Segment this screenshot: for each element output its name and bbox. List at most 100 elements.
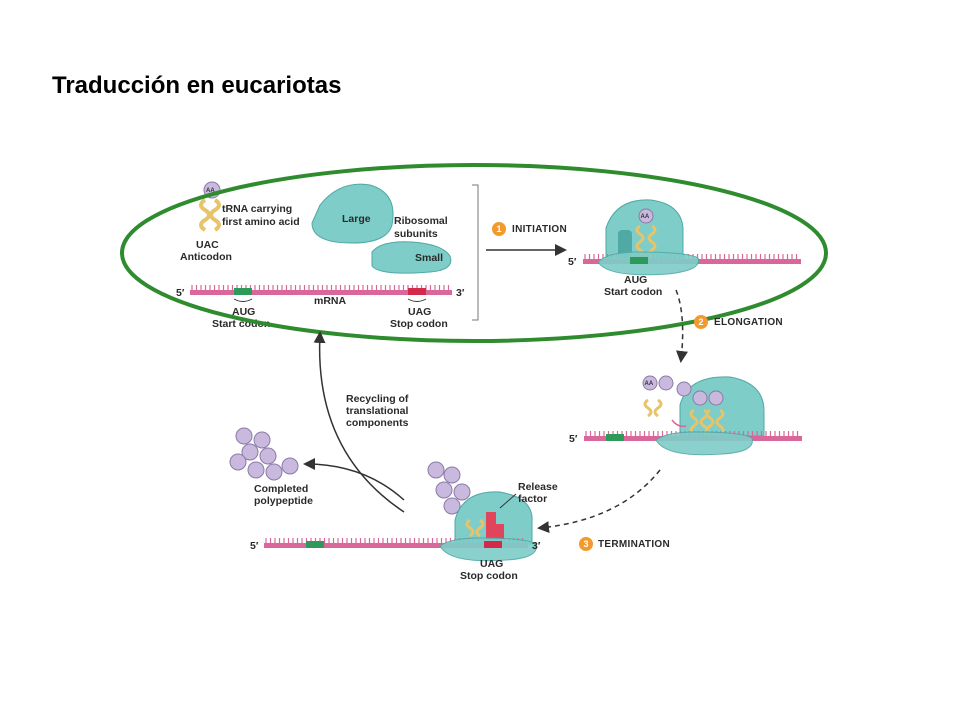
termination-stop-codon bbox=[484, 541, 502, 548]
recycling-label-3: components bbox=[346, 417, 409, 429]
polypeptide-aa-6 bbox=[247, 461, 265, 479]
components-panel: AA tRNA carrying first amino acid UAC An… bbox=[176, 181, 479, 330]
stage-number-2: 2 bbox=[699, 317, 704, 327]
trna-shape bbox=[199, 198, 221, 232]
polypeptide-aa-1 bbox=[235, 427, 253, 445]
chain-aa-2 bbox=[658, 375, 674, 391]
polypeptide-aa-3 bbox=[241, 443, 259, 461]
elongation-start-codon bbox=[606, 434, 624, 441]
stage-badge-3 bbox=[579, 537, 593, 551]
initiation-start-codon bbox=[630, 257, 648, 264]
polypeptide-aa-2 bbox=[253, 431, 271, 449]
amino-acid-label: AA bbox=[206, 188, 215, 194]
elongation-small-subunit bbox=[655, 431, 753, 456]
termination-arrow bbox=[537, 469, 661, 534]
translocation-arrow bbox=[671, 419, 687, 428]
polypeptide-arrow bbox=[303, 458, 405, 501]
initiation-five-prime: 5′ bbox=[568, 256, 577, 268]
completed-polypeptide bbox=[229, 427, 299, 481]
highlight-ellipse bbox=[120, 163, 828, 343]
chain-aa-t1 bbox=[427, 461, 445, 479]
start-codon-sequence: AUG bbox=[232, 306, 255, 318]
stage-badge-1 bbox=[492, 222, 506, 236]
ribosome-site bbox=[618, 230, 632, 258]
stage-number-3: 3 bbox=[584, 539, 589, 549]
termination-three-prime: 3′ bbox=[532, 540, 541, 552]
initiation-codon-sequence: AUG bbox=[624, 274, 647, 286]
chain-aa-1 bbox=[642, 375, 658, 391]
stop-brace bbox=[407, 298, 427, 302]
ribosomal-subunits-label-2: subunits bbox=[394, 228, 438, 240]
chain-aa-5 bbox=[708, 390, 724, 406]
mrna-strand bbox=[190, 290, 452, 295]
polypeptide-aa-4 bbox=[259, 447, 277, 465]
panel-bracket bbox=[472, 184, 479, 321]
ribosomal-subunits-label-1: Ribosomal bbox=[394, 215, 448, 227]
chain-aa-t3 bbox=[435, 481, 453, 499]
stage-label-termination: TERMINATION bbox=[598, 539, 670, 550]
stop-codon-label: Stop codon bbox=[390, 318, 448, 330]
small-subunit-label: Small bbox=[415, 252, 443, 264]
initiation-small-subunit bbox=[597, 251, 700, 276]
initiation-complex: AA 5′ AUG Start codon bbox=[568, 199, 801, 298]
elongation-aa-label: AA bbox=[645, 381, 654, 387]
termination-five-prime: 5′ bbox=[250, 540, 259, 552]
stage-label-elongation: ELONGATION bbox=[714, 317, 783, 328]
initiation-amino-acid bbox=[638, 208, 654, 224]
stage-initiation: 1 INITIATION bbox=[492, 222, 567, 236]
exiting-trna bbox=[643, 398, 663, 418]
start-codon-mark bbox=[234, 288, 252, 295]
anticodon-label: Anticodon bbox=[180, 251, 232, 263]
recycling-arrow bbox=[313, 331, 405, 513]
large-subunit-shape bbox=[311, 183, 394, 244]
stop-codon-mark bbox=[408, 288, 426, 295]
initiation-aa-label: AA bbox=[641, 214, 650, 220]
initiation-codon-label: Start codon bbox=[604, 286, 662, 298]
anticodon-sequence: UAC bbox=[196, 239, 219, 251]
stop-codon-sequence: UAG bbox=[408, 306, 431, 318]
release-factor-label-2: factor bbox=[518, 493, 547, 505]
small-subunit-shape bbox=[371, 241, 452, 274]
chain-aa-3 bbox=[676, 381, 692, 397]
termination-codon-sequence: UAG bbox=[480, 558, 503, 570]
stage-label-initiation: INITIATION bbox=[512, 224, 567, 235]
mrna-five-prime: 5′ bbox=[176, 287, 185, 299]
trna-label-1: tRNA carrying bbox=[222, 203, 292, 215]
polypeptide-label-2: polypeptide bbox=[254, 495, 313, 507]
chain-aa-t2 bbox=[443, 466, 461, 484]
termination-start-codon bbox=[306, 541, 324, 548]
stage-termination: 3 TERMINATION bbox=[579, 537, 670, 551]
elongation-arrow bbox=[675, 289, 688, 363]
termination-small-subunit bbox=[439, 537, 537, 562]
polypeptide-aa-5 bbox=[229, 453, 247, 471]
release-factor-pointer bbox=[499, 493, 517, 509]
polypeptide-aa-7 bbox=[265, 463, 283, 481]
termination-mrna bbox=[264, 543, 528, 548]
elongation-five-prime: 5′ bbox=[569, 433, 578, 445]
chain-aa-4 bbox=[692, 390, 708, 406]
stage-badge-2 bbox=[694, 315, 708, 329]
polypeptide-label-1: Completed bbox=[254, 483, 308, 495]
chain-aa-t5 bbox=[443, 497, 461, 515]
termination-codon-label: Stop codon bbox=[460, 570, 518, 582]
initiator-trna: AA bbox=[199, 181, 221, 232]
slide-title: Traducción en eucariotas bbox=[52, 72, 342, 99]
recycling-label-2: translational bbox=[346, 405, 409, 417]
polypeptide-aa-8 bbox=[281, 457, 299, 475]
elongation-complex: AA 5′ bbox=[569, 375, 802, 456]
stage-elongation: 2 ELONGATION bbox=[694, 315, 783, 329]
mrna-three-prime: 3′ bbox=[456, 287, 465, 299]
initiation-ribosome bbox=[605, 199, 684, 259]
stage-number-1: 1 bbox=[497, 224, 502, 234]
termination-complex: Release factor 5′ 3′ UAG Stop codon bbox=[250, 461, 558, 582]
release-factor-label-1: Release bbox=[518, 481, 558, 493]
large-subunit-label: Large bbox=[342, 213, 371, 225]
termination-trna bbox=[465, 518, 485, 538]
release-factor-shape bbox=[486, 512, 504, 540]
chain-aa-t4 bbox=[453, 483, 471, 501]
trna-label-2: first amino acid bbox=[222, 216, 300, 228]
mrna-label: mRNA bbox=[314, 295, 347, 307]
elongation-trnas bbox=[689, 408, 725, 436]
start-brace bbox=[233, 298, 253, 302]
